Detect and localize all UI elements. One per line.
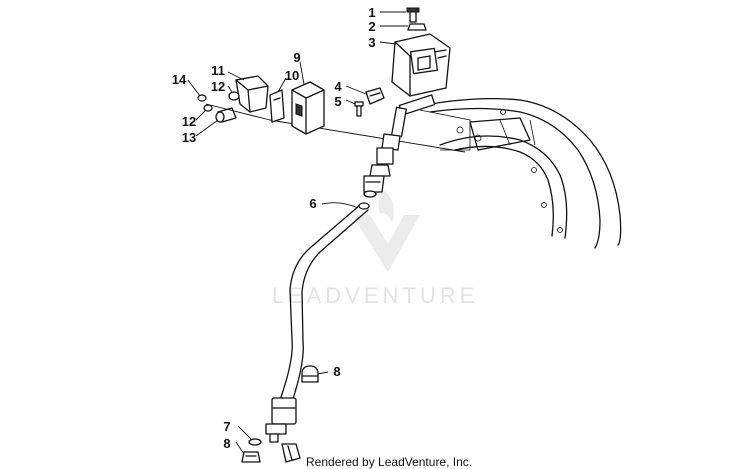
part-8-nut-lower	[241, 451, 261, 463]
callout-6: 6	[309, 196, 316, 211]
callout-1: 1	[368, 5, 375, 20]
steering-column-upper	[363, 94, 436, 198]
callouts: 1 2 3 4 5 6 7 8 8 9 10 11 12 12 13 14	[172, 5, 376, 451]
callout-14: 14	[172, 72, 187, 87]
callout-12-upper: 12	[211, 79, 225, 94]
leader-lines	[187, 11, 408, 455]
part-10-spacer	[269, 89, 285, 123]
part-7-washer	[248, 438, 262, 446]
callout-5: 5	[334, 94, 341, 109]
watermark-flame-icon	[378, 190, 394, 222]
part-12-nut-upper	[228, 91, 240, 101]
part-2-nut	[407, 23, 427, 31]
part-14-bolt	[197, 94, 207, 102]
callout-9: 9	[293, 50, 300, 65]
part-11-clamp	[235, 75, 269, 113]
part-6-shaft	[265, 202, 370, 443]
watermark-text: LEADVENTURE	[272, 283, 479, 308]
callout-8-upper: 8	[333, 364, 340, 379]
callout-13: 13	[182, 130, 196, 145]
lower-fitting	[281, 443, 301, 463]
callout-4: 4	[334, 79, 342, 94]
part-4-clamp	[365, 87, 385, 105]
vehicle-frame	[409, 97, 622, 249]
part-1-bolt	[406, 7, 420, 23]
credit-text: Rendered by LeadVenture, Inc.	[306, 455, 472, 469]
bracket-bolt-line	[205, 103, 271, 121]
part-12-nut-lower	[203, 104, 213, 112]
callout-12-lower: 12	[182, 114, 196, 129]
watermark-logo-icon	[352, 215, 420, 272]
part-13-bushing	[215, 107, 237, 123]
callout-2: 2	[368, 19, 375, 34]
callout-11: 11	[211, 63, 225, 78]
watermark: LEADVENTURE	[272, 190, 479, 308]
part-5-bolt	[354, 101, 364, 117]
part-3-housing	[391, 33, 451, 97]
callout-8-lower: 8	[223, 436, 230, 451]
part-9-block	[291, 81, 325, 135]
part-8-cap-upper	[301, 365, 319, 383]
callout-7: 7	[223, 419, 230, 434]
callout-3: 3	[368, 35, 375, 50]
callout-10: 10	[285, 68, 299, 83]
